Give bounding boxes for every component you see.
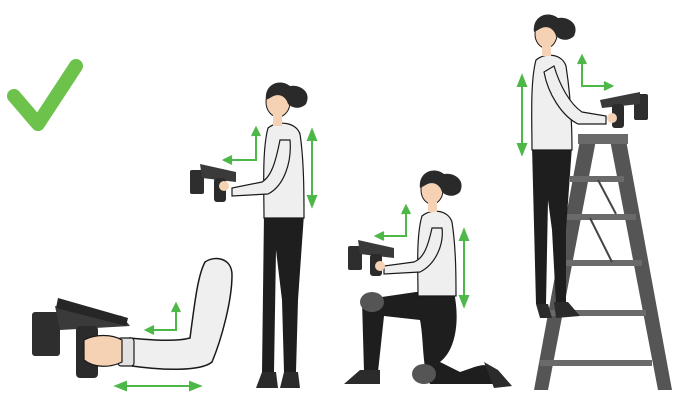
figure-arm-low [32, 258, 232, 390]
figure-kneeling [344, 170, 512, 388]
shoe-standing-1 [256, 372, 278, 388]
neck-kneeling [428, 200, 437, 212]
arm-sleeve [130, 258, 232, 369]
arrow-vertical-icon [460, 230, 468, 306]
neck-ladder [542, 44, 551, 56]
shoe-kneeling-1 [344, 370, 380, 384]
arrow-vertical-icon [308, 130, 316, 206]
shoe-standing-2 [280, 372, 300, 388]
hand-1 [84, 336, 122, 367]
legs-standing [262, 214, 304, 372]
scanner-device-2 [190, 164, 236, 202]
legs-ladder [532, 146, 572, 304]
arrow-elbow-icon [224, 128, 260, 164]
neck-standing [273, 114, 282, 126]
arrow-vertical-icon [518, 76, 526, 154]
arrow-elbow-icon [578, 56, 612, 90]
scanner-device-4 [600, 92, 648, 128]
arrow-elbow-icon [376, 206, 410, 240]
checkmark-icon [14, 66, 76, 124]
arrow-elbow-icon [146, 304, 180, 334]
figure-on-ladder [518, 14, 672, 390]
knee-pad-back [412, 364, 436, 384]
arrow-horizontal-icon [116, 382, 200, 390]
knee-pad-front [360, 292, 384, 312]
